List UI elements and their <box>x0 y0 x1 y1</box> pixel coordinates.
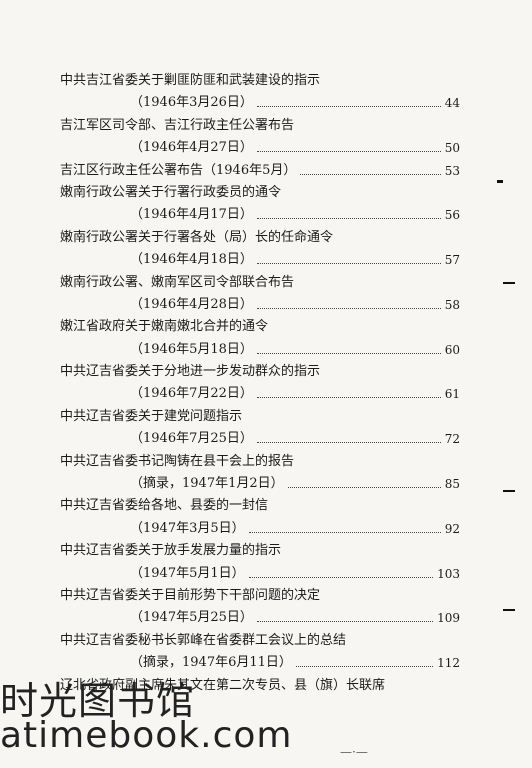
toc-entry: 中共辽吉省委关于建党问题指示 （1946年7月25日） 72 <box>60 406 460 451</box>
toc-entry-page: 58 <box>444 297 460 312</box>
toc-entry-title: 中共辽吉省委关于分地进一步发动群众的指示 <box>60 364 321 380</box>
leader-dots <box>257 106 441 108</box>
toc-entry-title: 辽北省政府副主席朱其文在第二次专员、县（旗）长联席 <box>60 677 386 693</box>
leader-dots <box>257 263 441 265</box>
table-of-contents: 中共吉江省委关于剿匪防匪和武装建设的指示 （1946年3月26日） 44 吉江军区司令… <box>60 70 460 697</box>
toc-entry-title: 中共辽吉省委秘书长郭峰在省委群工会议上的总结 <box>60 632 347 648</box>
toc-entry-page: 103 <box>437 566 460 581</box>
toc-entry-page: 85 <box>444 477 460 492</box>
toc-entry-date: （1946年7月22日） <box>130 386 253 402</box>
toc-entry: 中共辽吉省委关于放手发展力量的指示 （1947年5月1日） 103 <box>60 540 460 585</box>
toc-entry-title: 中共辽吉省委给各地、县委的一封信 <box>60 498 269 514</box>
leader-dots <box>288 487 441 489</box>
toc-entry-page: 72 <box>444 432 460 447</box>
toc-entry-date: （1946年5月18日） <box>130 341 253 357</box>
toc-entry-page: 60 <box>444 342 460 357</box>
toc-entry-title: 中共辽吉省委关于建党问题指示 <box>60 408 243 424</box>
scan-mark <box>503 490 515 492</box>
toc-entry-date: （1946年4月28日） <box>130 296 253 312</box>
leader-dots <box>249 576 433 578</box>
toc-entry-title: 中共吉江省委关于剿匪防匪和武装建设的指示 <box>60 73 321 88</box>
watermark-url: atimebook.com <box>0 715 293 756</box>
toc-entry-date: （1947年5月1日） <box>130 565 245 581</box>
leader-dots <box>257 151 441 153</box>
toc-entry: 嫩南行政公署关于行署各处（局）长的任命通令 （1946年4月18日） 57 <box>60 227 460 272</box>
toc-entry-title: 嫩南行政公署关于行署各处（局）长的任命通令 <box>60 229 334 245</box>
toc-entry-page: 56 <box>444 208 460 223</box>
toc-entry-page: 57 <box>444 253 460 268</box>
toc-entry: 吉江区行政主任公署布告（1946年5月） 53 <box>60 160 460 182</box>
toc-entry-date: （1947年5月25日） <box>130 610 253 626</box>
toc-entry-title: 嫩南行政公署、嫩南军区司令部联合布告 <box>60 274 295 290</box>
toc-entry-title: 吉江军区司令部、吉江行政主任公署布告 <box>60 117 295 133</box>
scan-mark <box>497 180 503 183</box>
toc-entry: 中共辽吉省委秘书长郭峰在省委群工会议上的总结 （摘录，1947年6月11日） 112 <box>60 630 460 675</box>
toc-entry-title: 吉江区行政主任公署布告（1946年5月） <box>60 162 297 178</box>
leader-dots <box>257 307 441 309</box>
toc-entry: 吉江军区司令部、吉江行政主任公署布告 （1946年4月27日） 50 <box>60 115 460 160</box>
toc-entry-title: 中共辽吉省委关于放手发展力量的指示 <box>60 543 282 559</box>
toc-entry: 嫩江省政府关于嫩南嫩北合并的通令 （1946年5月18日） 60 <box>60 316 460 361</box>
toc-entry-date: （1946年4月18日） <box>130 252 253 268</box>
leader-dots <box>257 621 433 623</box>
toc-entry: 辽北省政府副主席朱其文在第二次专员、县（旗）长联席 <box>60 675 460 697</box>
toc-entry: 中共辽吉省委书记陶铸在县干会上的报告 （摘录，1947年1月2日） 85 <box>60 451 460 496</box>
leader-dots <box>296 666 433 668</box>
toc-entry: 嫩南行政公署、嫩南军区司令部联合布告 （1946年4月28日） 58 <box>60 272 460 317</box>
toc-entry-title: 嫩南行政公署关于行署行政委员的通令 <box>60 184 282 200</box>
toc-entry-date: （摘录，1947年1月2日） <box>130 476 284 492</box>
toc-entry: 中共吉江省委关于剿匪防匪和武装建设的指示 （1946年3月26日） 44 <box>60 70 460 115</box>
toc-entry-title: 中共辽吉省委关于目前形势下干部问题的决定 <box>60 587 321 603</box>
toc-entry-page: 44 <box>444 96 460 111</box>
leader-dots <box>257 218 441 220</box>
toc-entry-page: 109 <box>437 611 460 626</box>
leader-dots <box>257 397 441 399</box>
leader-dots <box>300 173 441 175</box>
toc-entry: 中共辽吉省委给各地、县委的一封信 （1947年3月5日） 92 <box>60 495 460 540</box>
toc-entry-title: 嫩江省政府关于嫩南嫩北合并的通令 <box>60 319 269 335</box>
leader-dots <box>257 352 441 354</box>
toc-entry-date: （1946年4月27日） <box>130 140 253 156</box>
toc-entry-date: （1946年4月17日） <box>130 207 253 223</box>
toc-entry: 嫩南行政公署关于行署行政委员的通令 （1946年4月17日） 56 <box>60 182 460 227</box>
page-footer-mark: —·— <box>340 745 368 759</box>
watermark-cn: 时光图书馆 <box>0 679 196 723</box>
leader-dots <box>257 442 441 444</box>
toc-entry-page: 112 <box>437 656 460 671</box>
toc-entry-page: 92 <box>444 521 460 536</box>
toc-entry-date: （1946年7月25日） <box>130 431 253 447</box>
toc-entry-date: （摘录，1947年6月11日） <box>130 655 292 671</box>
toc-entry-page: 61 <box>444 387 460 402</box>
scan-mark <box>503 282 515 284</box>
toc-entry-date: （1946年3月26日） <box>130 95 253 111</box>
toc-entry-date: （1947年3月5日） <box>130 520 245 536</box>
scan-mark <box>503 609 515 611</box>
toc-entry-page: 50 <box>444 141 460 156</box>
toc-entry-page: 53 <box>444 163 460 178</box>
toc-entry-title: 中共辽吉省委书记陶铸在县干会上的报告 <box>60 453 295 469</box>
leader-dots <box>249 531 441 533</box>
toc-entry: 中共辽吉省委关于目前形势下干部问题的决定 （1947年5月25日） 109 <box>60 585 460 630</box>
toc-entry: 中共辽吉省委关于分地进一步发动群众的指示 （1946年7月22日） 61 <box>60 361 460 406</box>
